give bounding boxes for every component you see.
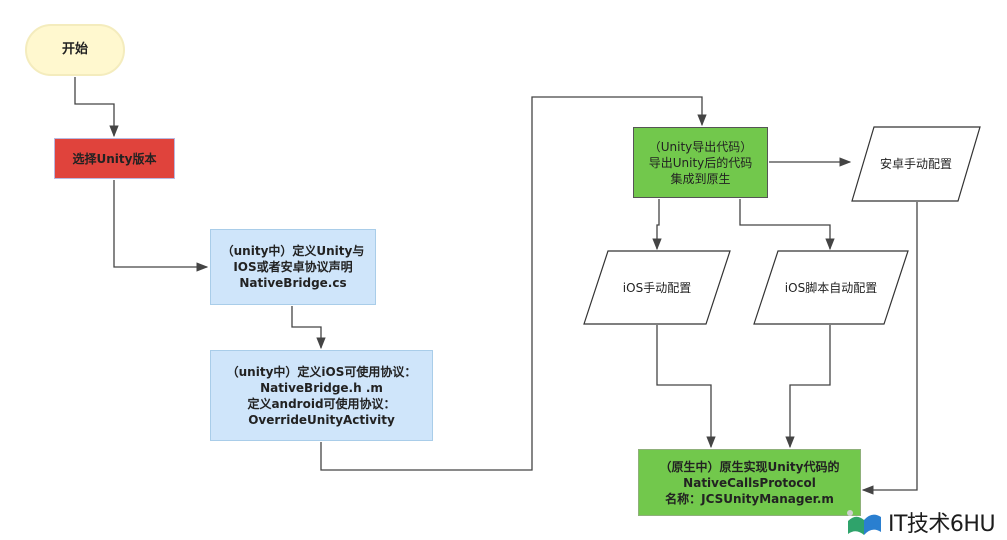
ios-manual-label: iOS手动配置 <box>622 280 692 295</box>
ios-auto-shape <box>753 250 909 325</box>
edge-android-to-native <box>861 202 918 495</box>
edge-start-to-select <box>74 77 119 138</box>
export-code-line-3: 集成到原生 <box>670 171 731 186</box>
define-protocols-line-3: 定义android可使用协议： <box>247 396 396 411</box>
export-code-line-2: 导出Unity后的代码 <box>648 155 753 170</box>
define-protocols-line-4: OverrideUnityActivity <box>248 412 395 427</box>
select-version-node: 选择Unity版本 <box>54 138 175 179</box>
watermark-text: IT技术6HU <box>888 512 996 537</box>
edge-define1-to-define2 <box>291 306 326 350</box>
define-bridge-line-2: IOS或者安卓协议声明 <box>233 260 353 274</box>
edge-define2-to-export <box>320 96 707 471</box>
ios-auto-label: iOS脚本自动配置 <box>784 280 878 295</box>
define-bridge-line-3: NativeBridge.cs <box>239 276 347 290</box>
edge-export-to-ios-manual <box>652 199 662 251</box>
ios-manual-node: iOS手动配置 <box>584 251 730 324</box>
export-code-line-1: （Unity导出代码） <box>648 139 753 154</box>
edge-select-to-define1 <box>113 180 209 272</box>
define-bridge-node: （unity中）定义Unity与 IOS或者安卓协议声明 NativeBridg… <box>210 229 376 305</box>
define-bridge-line-1: （unity中）定义Unity与 <box>221 244 365 258</box>
edge-export-to-ios-auto <box>739 199 835 251</box>
edge-ios-auto-to-native <box>785 325 831 449</box>
android-manual-label: 安卓手动配置 <box>879 157 952 171</box>
ios-manual-shape <box>583 250 731 325</box>
edge-ios-manual-to-native <box>656 325 716 449</box>
start-label: 开始 <box>61 42 88 57</box>
watermark: IT技术6HU <box>844 505 996 539</box>
android-manual-node: 安卓手动配置 <box>852 127 980 201</box>
watermark-logo-icon <box>847 510 881 535</box>
android-manual-shape <box>851 126 981 202</box>
export-code-node: （Unity导出代码） 导出Unity后的代码 集成到原生 <box>633 127 768 198</box>
native-impl-line-2: NativeCallsProtocol <box>683 475 816 490</box>
define-protocols-line-2: NativeBridge.h .m <box>260 380 383 395</box>
native-impl-line-1: （原生中）原生实现Unity代码的 <box>659 459 840 474</box>
native-impl-node: （原生中）原生实现Unity代码的 NativeCallsProtocol 名称… <box>638 449 861 516</box>
start-node: 开始 <box>25 24 125 76</box>
define-protocols-node: （unity中）定义iOS可使用协议： NativeBridge.h .m 定义… <box>210 350 433 441</box>
ios-auto-node: iOS脚本自动配置 <box>754 251 908 324</box>
select-version-label: 选择Unity版本 <box>72 151 157 166</box>
define-protocols-line-1: （unity中）定义iOS可使用协议： <box>226 364 417 379</box>
native-impl-line-3: 名称：JCSUnityManager.m <box>665 491 834 506</box>
